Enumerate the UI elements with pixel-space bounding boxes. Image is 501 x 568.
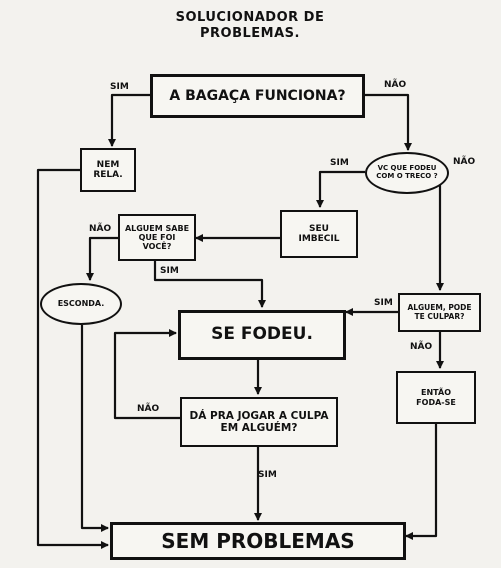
- label-sim-vc: SIM: [330, 158, 349, 168]
- label-sim-da: SIM: [258, 470, 277, 480]
- node-entao: ENTÃO FODA-SE: [396, 371, 476, 424]
- edge-entao-sem: [405, 424, 438, 540]
- node-alguem-sabe: ALGUEM SABE QUE FOI VOCÊ?: [118, 214, 196, 261]
- node-sem-problemas-label: SEM PROBLEMAS: [161, 528, 355, 553]
- node-nem-rela-label: NEM RELA.: [93, 159, 123, 180]
- edge-nemrela-sem: [36, 168, 109, 549]
- node-alguem-sabe-label: ALGUEM SABE QUE FOI VOCÊ?: [124, 223, 190, 252]
- title-line-2: PROBLEMAS.: [200, 26, 300, 41]
- edge-da-nao: [113, 329, 180, 420]
- node-alguem-pode-label: ALGUEM, PODE TE CULPAR?: [407, 302, 472, 321]
- edge-bagaca-sim: [108, 93, 150, 147]
- label-nao-vc: NÃO: [453, 157, 476, 167]
- node-se-fodeu-label: SE FODEU.: [211, 324, 313, 345]
- node-esconda-label: ESCONDA.: [57, 298, 105, 308]
- node-esconda: ESCONDA.: [40, 283, 122, 325]
- node-da-pra-label: DÁ PRA JOGAR A CULPA EM ALGUÉM?: [189, 409, 329, 434]
- node-vc-fodeu-label: VC QUE FODEU COM O TRECO ?: [376, 164, 438, 180]
- label-nao-da: NÃO: [137, 404, 160, 414]
- label-sim-pode: SIM: [374, 298, 393, 308]
- node-seu-imbecil-label: SEU IMBECIL: [298, 223, 340, 244]
- page-title: SOLUCIONADOR DE PROBLEMAS.: [165, 10, 335, 42]
- node-sem-problemas: SEM PROBLEMAS: [110, 522, 406, 560]
- node-nem-rela: NEM RELA.: [80, 148, 136, 192]
- title-line-1: SOLUCIONADOR DE: [175, 10, 325, 25]
- node-vc-fodeu: VC QUE FODEU COM O TRECO ?: [365, 152, 449, 194]
- edge-esconda-sem: [80, 325, 109, 532]
- node-entao-label: ENTÃO FODA-SE: [416, 388, 456, 407]
- label-nao-sabe: NÃO: [89, 224, 112, 234]
- node-seu-imbecil: SEU IMBECIL: [280, 210, 358, 258]
- edge-bagaca-nao: [365, 93, 412, 151]
- label-sim-bagaca: SIM: [110, 82, 129, 92]
- node-bagaca-funciona: A BAGAÇA FUNCIONA?: [150, 74, 365, 118]
- node-alguem-pode: ALGUEM, PODE TE CULPAR?: [398, 293, 481, 332]
- node-se-fodeu: SE FODEU.: [178, 310, 346, 360]
- edge-vc-sim: [316, 170, 365, 208]
- node-bagaca-label: A BAGAÇA FUNCIONA?: [169, 87, 346, 104]
- edge-sabe-sim: [153, 261, 266, 308]
- node-da-pra: DÁ PRA JOGAR A CULPA EM ALGUÉM?: [180, 397, 338, 447]
- label-sim-sabe: SIM: [160, 266, 179, 276]
- label-nao-pode: NÃO: [410, 342, 433, 352]
- label-nao-bagaca: NÃO: [384, 80, 407, 90]
- edge-sabe-nao: [86, 236, 118, 281]
